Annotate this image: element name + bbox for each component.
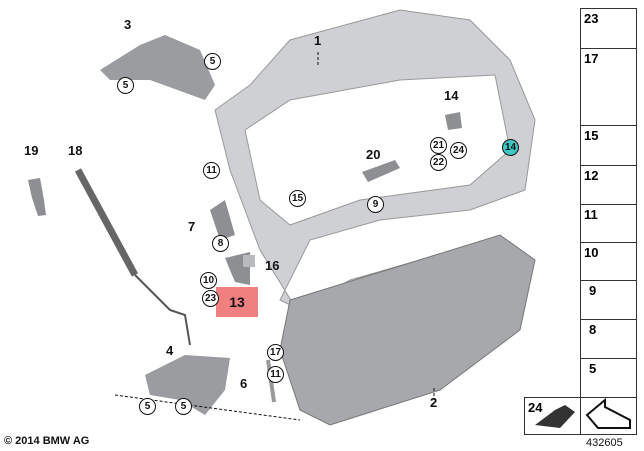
side-part-9[interactable]: 9: [580, 280, 637, 320]
label-18[interactable]: 18: [68, 143, 83, 158]
side-part-number: 17: [584, 51, 599, 66]
label-7[interactable]: 7: [188, 219, 196, 234]
label-4[interactable]: 4: [166, 343, 174, 358]
callout-5[interactable]: 5: [139, 398, 156, 415]
callout-21[interactable]: 21: [430, 137, 447, 154]
side-part-15[interactable]: 15: [580, 125, 637, 166]
copyright: © 2014 BMW AG: [4, 435, 90, 447]
callout-14-selected[interactable]: 14: [502, 139, 519, 156]
label-3[interactable]: 3: [124, 17, 132, 32]
side-part-12[interactable]: 12: [580, 165, 637, 205]
callout-11[interactable]: 11: [203, 162, 220, 179]
label-1[interactable]: 1: [314, 33, 322, 48]
part-19: [28, 178, 46, 216]
callout-15[interactable]: 15: [289, 190, 306, 207]
callout-5[interactable]: 5: [117, 77, 134, 94]
label-20[interactable]: 20: [366, 147, 381, 162]
callout-17[interactable]: 17: [267, 344, 284, 361]
side-part-number: 23: [584, 11, 599, 26]
side-part-11[interactable]: 11: [580, 204, 637, 243]
side-part-8[interactable]: 8: [580, 319, 637, 359]
side-part-24[interactable]: 24: [524, 397, 581, 435]
side-part-number: 8: [589, 322, 597, 337]
hinge-3: [100, 35, 215, 100]
callout-5[interactable]: 5: [175, 398, 192, 415]
hinge-4: [145, 355, 230, 415]
callout-11[interactable]: 11: [267, 366, 284, 383]
side-part-number: 15: [584, 128, 599, 143]
callout-22[interactable]: 22: [430, 154, 447, 171]
side-part-number: 9: [589, 283, 597, 298]
callout-23[interactable]: 23: [202, 290, 219, 307]
side-part-number: 5: [589, 361, 597, 376]
label-19[interactable]: 19: [24, 143, 39, 158]
callout-24[interactable]: 24: [450, 142, 467, 159]
side-part-23[interactable]: 23: [580, 8, 637, 49]
side-part-number: 10: [584, 245, 599, 260]
callout-10[interactable]: 10: [200, 272, 217, 289]
label-16[interactable]: 16: [265, 258, 280, 273]
side-part-number: 24: [528, 400, 543, 415]
diagram-id: 432605: [586, 437, 623, 449]
label-6[interactable]: 6: [240, 376, 248, 391]
callout-9[interactable]: 9: [367, 196, 384, 213]
side-part-5[interactable]: 5: [580, 358, 637, 398]
side-part-number: 12: [584, 168, 599, 183]
label-2[interactable]: 2: [430, 395, 438, 410]
side-part-10[interactable]: 10: [580, 242, 637, 281]
orientation-box: [580, 397, 637, 435]
side-part-17[interactable]: 17: [580, 48, 637, 126]
tailgate-lower-panel: [279, 234, 536, 426]
highlighted-part-13[interactable]: 13: [216, 287, 258, 317]
callout-5[interactable]: 5: [204, 53, 221, 70]
callout-8[interactable]: 8: [212, 235, 229, 252]
label-14[interactable]: 14: [444, 88, 459, 103]
side-part-number: 11: [584, 207, 598, 222]
orientation-arrow: [585, 397, 631, 429]
